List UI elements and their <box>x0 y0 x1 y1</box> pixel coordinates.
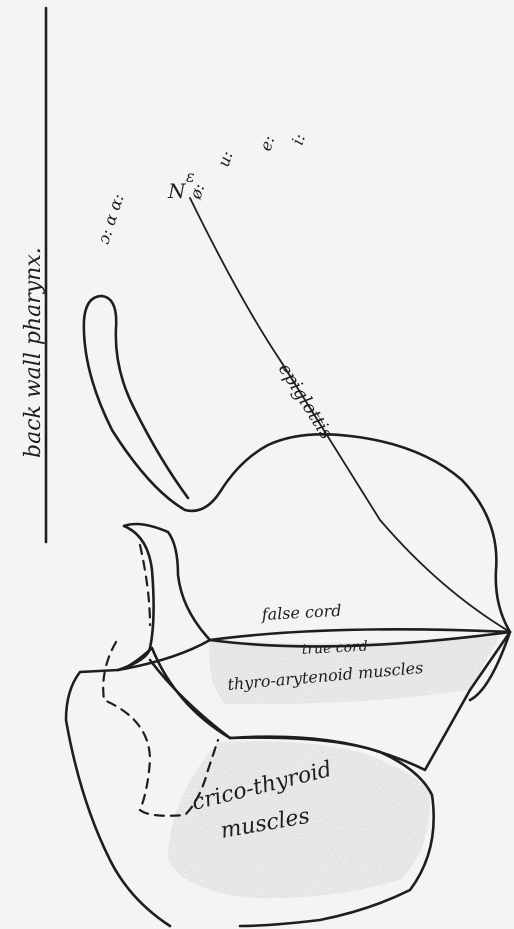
vowel-o-slashed: ø: <box>185 181 208 202</box>
vowel-i: i: <box>288 131 309 147</box>
vowel-e: e: <box>256 133 279 153</box>
epiglottis-label: epiglottis <box>274 360 337 444</box>
vowel-open-back: ɔ: ɑ ɑ: <box>94 191 128 246</box>
back-wall-label: back wall pharynx. <box>21 247 46 458</box>
false-cord-label: false cord <box>260 601 342 624</box>
vowel-n: N <box>167 179 187 203</box>
vowel-u: u: <box>214 148 237 169</box>
tongue-root-line <box>190 198 510 632</box>
vowel-marks: ɔ: ɑ ɑ: N ɛ ø: u: e: i: <box>94 131 309 246</box>
epiglottis-tip <box>102 296 188 498</box>
